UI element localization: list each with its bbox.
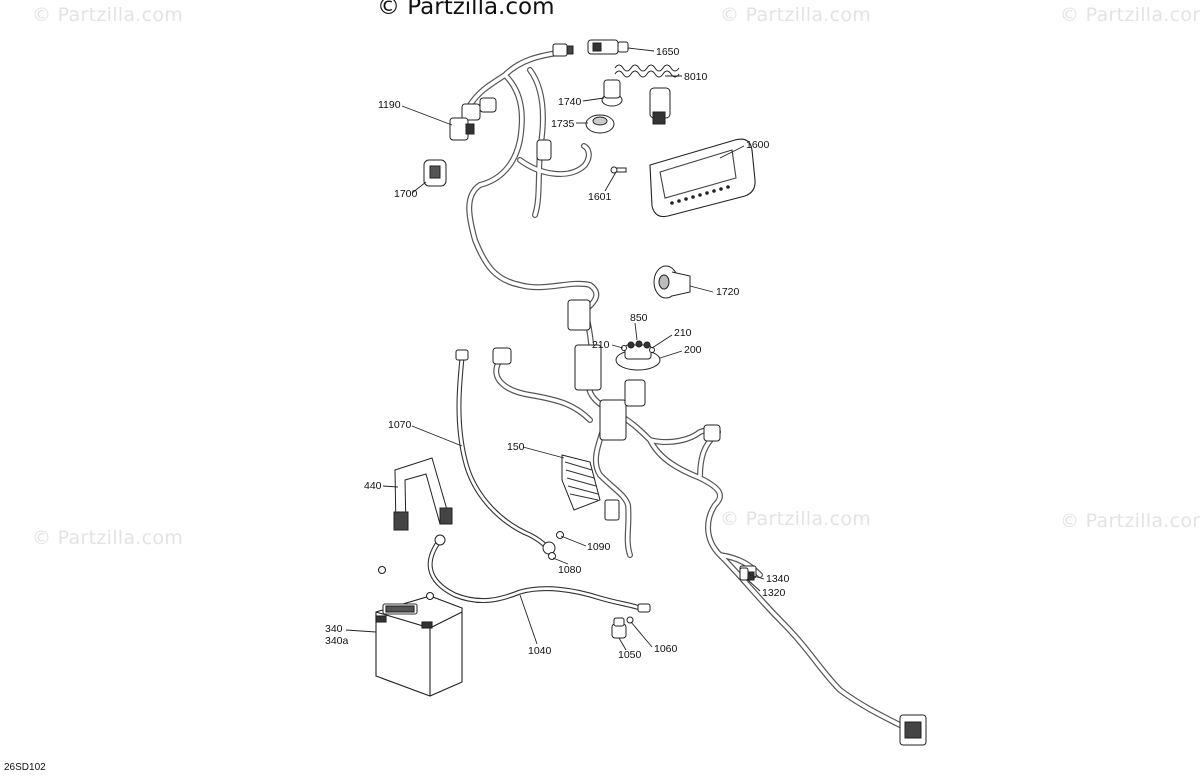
callout-210-left: 210 [592, 339, 610, 351]
battery-strap-440 [393, 457, 453, 531]
gauge-display-1600 [649, 138, 756, 218]
callout-labels: 1650 8010 1190 1740 1735 1600 1700 1601 … [325, 46, 790, 661]
regulator-150 [561, 454, 601, 511]
callout-1650: 1650 [656, 46, 680, 58]
callout-1060: 1060 [654, 643, 678, 655]
callout-1700: 1700 [394, 188, 418, 200]
callout-1740: 1740 [558, 96, 582, 108]
cable-1070 [455, 349, 556, 555]
bolt-1080 [548, 552, 556, 560]
callout-340: 340 [325, 623, 343, 635]
callout-200: 200 [684, 344, 702, 356]
callout-1070: 1070 [388, 419, 412, 431]
grommet-1720 [653, 265, 691, 299]
watermark: © Partzilla.com [720, 4, 872, 26]
callout-1190: 1190 [378, 99, 401, 111]
watermark: © Partzilla.com [1060, 510, 1200, 532]
callout-440: 440 [364, 480, 382, 492]
callout-210-right: 210 [674, 327, 692, 339]
callout-1050: 1050 [618, 649, 642, 661]
cable-1040 [427, 534, 651, 613]
connector-1190 [449, 117, 475, 141]
fuse-1050 [611, 617, 627, 639]
callout-1600: 1600 [746, 139, 770, 151]
battery-340 [375, 565, 463, 697]
switch-1735 [585, 114, 615, 134]
washer-1060 [626, 616, 634, 624]
callout-1090: 1090 [587, 541, 611, 553]
callout-1735: 1735 [551, 118, 575, 130]
callout-8010: 8010 [684, 71, 708, 83]
watermark: © Partzilla.com [32, 527, 184, 549]
leader-lines [345, 47, 765, 651]
callout-150: 150 [507, 441, 525, 453]
drawing-code: 26SD102 [4, 762, 46, 773]
watermark: © Partzilla.com [32, 4, 184, 26]
main-wiring-harness [466, 49, 903, 728]
watermark: © Partzilla.com [1060, 4, 1200, 26]
callout-1340: 1340 [766, 573, 790, 585]
screw-1601 [610, 166, 627, 174]
sensor-1700 [423, 159, 447, 187]
callout-1720: 1720 [716, 286, 740, 298]
watermark: © Partzilla.com [720, 508, 872, 530]
callout-340a: 340a [325, 635, 349, 647]
callout-1601: 1601 [588, 191, 612, 203]
callout-1080: 1080 [558, 564, 582, 576]
callout-850: 850 [630, 312, 648, 324]
callout-1320: 1320 [762, 587, 786, 599]
callout-1040: 1040 [528, 645, 552, 657]
nut-1090 [556, 531, 564, 539]
brand-logo-text: © Partzilla.com [377, 0, 555, 20]
coiled-cable-8010 [614, 64, 680, 125]
relay-200 [615, 340, 661, 371]
switch-1740 [601, 79, 623, 107]
connector-1650 [587, 39, 629, 55]
